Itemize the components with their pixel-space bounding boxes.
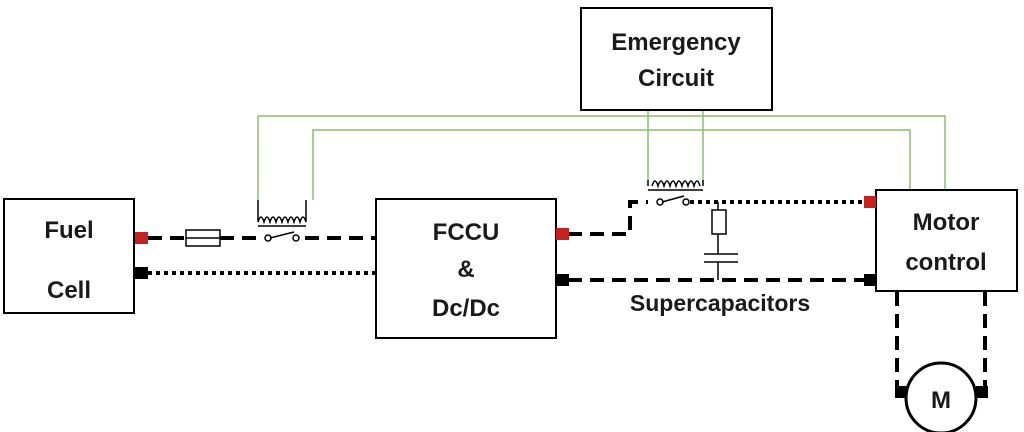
motor-control-label-line1: Motor <box>913 209 980 236</box>
fuel-cell-label-line2: Cell <box>47 277 91 304</box>
fccu-label-line3: Dc/Dc <box>432 295 500 322</box>
fccu-positive-wire <box>568 200 648 236</box>
fuel-cell-negative-terminal <box>135 267 148 279</box>
relay-coil-icon <box>257 200 307 227</box>
motor-control-block <box>875 189 1018 292</box>
control-wire-inner <box>312 129 911 200</box>
motor-control-label-line2: control <box>905 249 986 276</box>
motor-control-positive-terminal <box>864 196 876 208</box>
fuel-cell-block <box>3 198 135 314</box>
emergency-circuit-label-line2: Circuit <box>638 65 714 92</box>
emergency-relay-coil-icon <box>647 180 704 191</box>
fuel-cell-label-line1: Fuel <box>44 217 93 244</box>
emergency-circuit-label-line1: Emergency <box>611 29 741 56</box>
fccu-positive-terminal <box>556 228 569 240</box>
fccu-label-line2: & <box>457 256 474 283</box>
fuel-cell-positive-terminal <box>135 232 148 244</box>
control-wires <box>257 110 946 200</box>
motor-label: M <box>931 387 951 414</box>
motor-wire-left <box>895 292 905 394</box>
supercapacitors-label: Supercapacitors <box>630 290 810 316</box>
control-wire-outer <box>257 115 946 200</box>
supercapacitor-icon <box>704 202 738 280</box>
emergency-relay-switch-icon <box>656 195 690 206</box>
fccu-dcdc-block <box>375 198 557 339</box>
motor-left-terminal <box>895 386 907 398</box>
motor-right-terminal <box>976 386 988 398</box>
relay-switch-icon <box>264 231 300 242</box>
terminals <box>135 196 988 398</box>
motor-control-negative-terminal <box>864 274 876 286</box>
emergency-circuit-block <box>580 7 773 111</box>
fccu-negative-terminal <box>556 274 569 286</box>
fccu-label-line1: FCCU <box>433 219 500 246</box>
